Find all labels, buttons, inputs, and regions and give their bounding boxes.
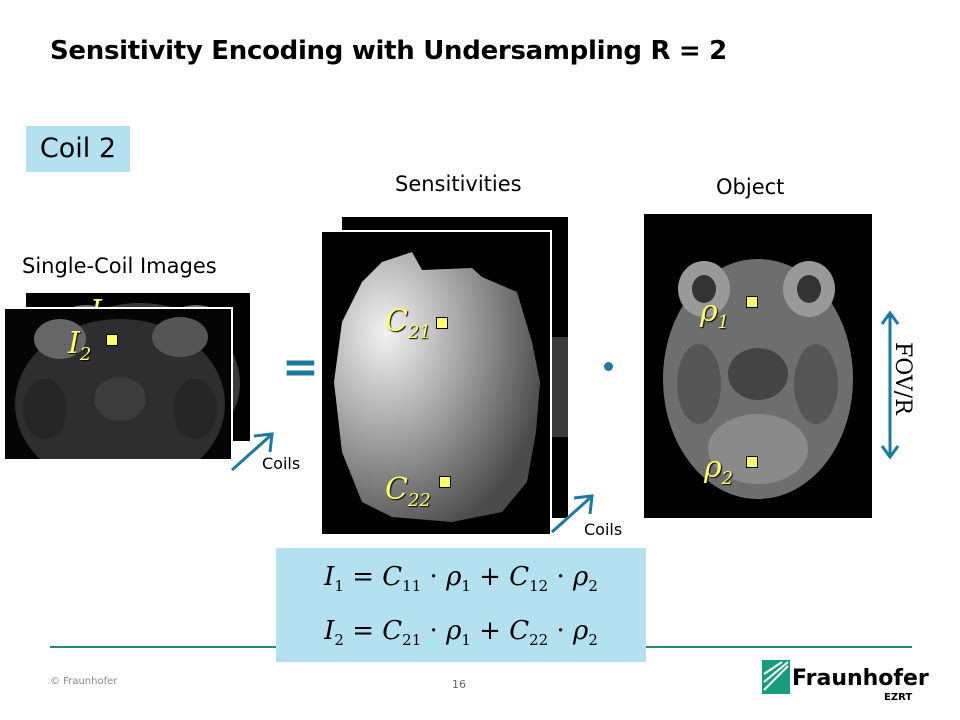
slide-title: Sensitivity Encoding with Undersampling … bbox=[50, 36, 727, 66]
c22-marker bbox=[439, 476, 451, 488]
sensitivities-label: Sensitivities bbox=[395, 172, 522, 196]
single-coil-images-label: Single-Coil Images bbox=[22, 254, 217, 278]
equals-sign: = bbox=[282, 342, 319, 393]
object-image bbox=[644, 214, 872, 518]
fraunhofer-logo-sub: EZRT bbox=[884, 692, 912, 703]
rho1-marker bbox=[746, 296, 758, 308]
rho1-label: ρ1 bbox=[700, 294, 729, 333]
i2-marker bbox=[106, 334, 118, 346]
footer-rule-left bbox=[50, 646, 276, 648]
single-coil-image-2 bbox=[3, 307, 233, 461]
sensitivity-map-front bbox=[320, 230, 552, 536]
coil-badge: Coil 2 bbox=[26, 126, 130, 172]
footer-rule-right bbox=[646, 646, 912, 648]
page-number: 16 bbox=[452, 678, 466, 691]
mri-slice-front bbox=[5, 309, 231, 459]
object-label: Object bbox=[716, 175, 784, 199]
rho2-label: ρ2 bbox=[704, 450, 733, 489]
fraunhofer-logo-icon bbox=[762, 660, 790, 694]
fov-label: FOV/R bbox=[890, 342, 915, 415]
fraunhofer-logo-text: Fraunhofer bbox=[792, 666, 929, 691]
equation-line-1: I1 = C11 · ρ1 + C12 · ρ2 bbox=[276, 562, 646, 595]
equation-box: I1 = C11 · ρ1 + C12 · ρ2 I2 = C21 · ρ1 +… bbox=[276, 548, 646, 662]
multiply-dot bbox=[604, 362, 613, 371]
coils-label-left: Coils bbox=[262, 454, 300, 473]
coils-label-right: Coils bbox=[584, 520, 622, 539]
i2-label: I2 bbox=[68, 326, 91, 365]
equation-line-2: I2 = C21 · ρ1 + C22 · ρ2 bbox=[276, 616, 646, 649]
rho2-marker bbox=[746, 456, 758, 468]
c22-label: C22 bbox=[385, 472, 431, 511]
c21-marker bbox=[436, 317, 448, 329]
copyright-text: © Fraunhofer bbox=[50, 676, 117, 687]
c21-label: C21 bbox=[385, 304, 431, 343]
